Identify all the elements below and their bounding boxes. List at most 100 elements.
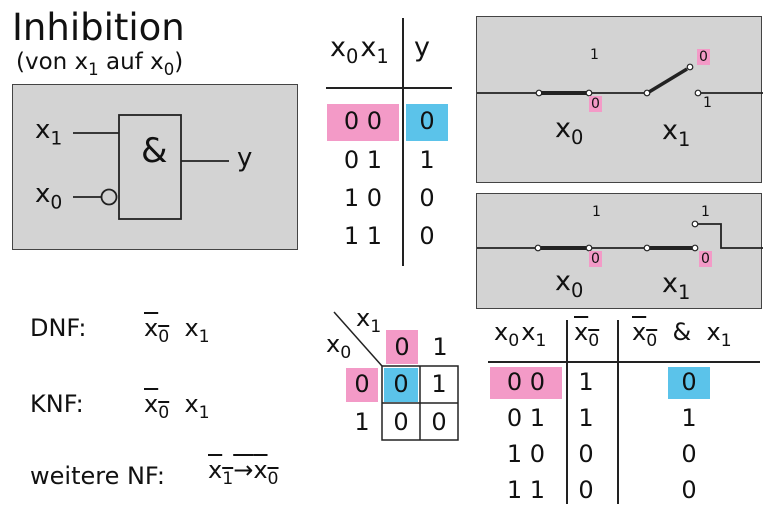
gate-input1-label: x1 bbox=[35, 115, 62, 148]
sw-bot-mark-1b: 1 bbox=[701, 204, 710, 220]
sw-bot-mark-1a: 1 bbox=[592, 204, 601, 220]
kmap-cell-00: 0 bbox=[393, 370, 409, 398]
sw-top-x0-sub: 0 bbox=[570, 125, 584, 149]
dnf-a-var: x bbox=[144, 314, 159, 342]
sw-bot-mark-0a: 0 bbox=[589, 251, 602, 267]
dnf-label: DNF: bbox=[30, 314, 87, 342]
kmap-row-var: x0 bbox=[326, 330, 351, 362]
bt-h-x1: x bbox=[521, 318, 536, 346]
kmap-row-var-sub: 0 bbox=[340, 343, 352, 364]
inversion-bubble bbox=[100, 188, 118, 206]
dnf-a-sub: 0 bbox=[158, 327, 170, 348]
bt-header-not-x0: x0 bbox=[574, 318, 599, 350]
gate-and-symbol: & bbox=[141, 131, 168, 171]
sw-top-x1-var: x bbox=[662, 115, 678, 146]
bt-h-notx0: x bbox=[574, 318, 589, 346]
kmap-cell-11: 0 bbox=[431, 408, 447, 436]
bt-h-notx0-sub: 0 bbox=[588, 331, 600, 352]
bt-row0-output-highlight bbox=[668, 367, 710, 399]
bt-h-expr-a-sub: 0 bbox=[646, 331, 658, 352]
other-nf-expression: x1→x0 bbox=[208, 456, 279, 488]
gate-box bbox=[118, 114, 182, 220]
tt-row0-output: 0 bbox=[419, 107, 435, 135]
kmap-row-header-1: 1 bbox=[354, 408, 370, 436]
and-gate-symbol bbox=[73, 114, 229, 220]
sw-bot-mark-0b: 0 bbox=[699, 251, 712, 267]
tt-row2-inputs: 1 0 bbox=[343, 184, 383, 212]
implication-arrow-icon: → bbox=[233, 456, 254, 484]
bt-row2-out: 0 bbox=[681, 440, 697, 468]
bt-row1-not: 1 bbox=[578, 404, 594, 432]
subtitle-mid: auf x bbox=[98, 49, 164, 75]
bt-h-expr-b-sub: 1 bbox=[720, 331, 732, 352]
bt-h-x1-sub: 1 bbox=[535, 331, 547, 352]
tt-row0-inputs: 0 0 bbox=[343, 107, 383, 135]
tt-row1-inputs: 0 1 bbox=[343, 146, 383, 174]
tt-row0-input-highlight bbox=[327, 104, 399, 141]
dnf-not-x0: x0 bbox=[144, 314, 169, 346]
sw-top-mark-1a: 1 bbox=[590, 47, 599, 63]
kmap-col0-highlight bbox=[386, 330, 418, 364]
kmap-col-var-sub: 1 bbox=[370, 317, 382, 338]
sw-bot-label-x1: x1 bbox=[662, 268, 690, 302]
bt-h-x0: x bbox=[494, 318, 509, 346]
bt-header-expr: x0 & x1 bbox=[632, 318, 732, 350]
page-title: Inhibition bbox=[12, 6, 185, 49]
gate-output-label: y bbox=[237, 143, 253, 173]
bt-h-amp: & bbox=[672, 318, 692, 346]
knf-b-sub: 1 bbox=[198, 403, 210, 424]
knf-not-x0: x0 bbox=[144, 390, 169, 422]
tt-h-x0: x bbox=[330, 32, 346, 63]
tt-row0-output-highlight bbox=[406, 104, 448, 141]
other-b-sub: 0 bbox=[267, 469, 279, 490]
bt-row3-not: 0 bbox=[578, 476, 594, 504]
kmap-cell-01: 1 bbox=[431, 370, 447, 398]
subtitle-sub0: 0 bbox=[163, 59, 175, 79]
tt-row1-output: 1 bbox=[419, 146, 435, 174]
truth-table-header-inputs: x0x1 bbox=[330, 32, 389, 66]
bt-h-x0-sub: 0 bbox=[508, 331, 520, 352]
gate-panel: & x1 x 0 y bbox=[12, 84, 298, 250]
sw-bot-x0-sub: 0 bbox=[570, 278, 584, 302]
bt-row1-out: 1 bbox=[681, 404, 697, 432]
kmap-row0-highlight bbox=[346, 368, 378, 402]
sw-bot-label-x0: x0 bbox=[555, 266, 583, 300]
bt-row2-inputs: 1 0 bbox=[506, 440, 546, 468]
dnf-expression: x0 x1 bbox=[144, 314, 210, 346]
bt-row0-inputs: 0 0 bbox=[506, 368, 546, 396]
knf-a-var: x bbox=[144, 390, 159, 418]
bt-row2-not: 0 bbox=[578, 440, 594, 468]
other-a-var: x bbox=[208, 456, 223, 484]
truth-table-header-output: y bbox=[414, 32, 430, 63]
gate-input1-var: x bbox=[35, 115, 51, 145]
sw-top-mark-1b: 1 bbox=[703, 95, 712, 111]
knf-expression: x0 x 1 bbox=[144, 390, 210, 422]
bt-header-inputs: x0x1 bbox=[494, 318, 546, 350]
dnf-b-var: x bbox=[184, 314, 199, 342]
bt-row0-not: 1 bbox=[578, 368, 594, 396]
bt-row1-inputs: 0 1 bbox=[506, 404, 546, 432]
sw-top-mark-0b: 0 bbox=[697, 49, 710, 65]
bt-row0-input-highlight bbox=[490, 367, 562, 399]
sw-bot-x1-var: x bbox=[662, 268, 678, 299]
subtitle-sub1: 1 bbox=[88, 59, 99, 79]
knf-a-sub: 0 bbox=[158, 403, 170, 424]
switch-bottom-drawing bbox=[477, 220, 763, 252]
bt-h-expr-b: x bbox=[706, 318, 721, 346]
tt-row3-inputs: 1 1 bbox=[343, 222, 383, 250]
tt-h-x1-sub: 1 bbox=[376, 44, 389, 68]
switch-diagram-bottom: 1 0 1 0 x0 x1 bbox=[476, 193, 763, 309]
tt-h-x0-sub: 0 bbox=[345, 44, 359, 68]
bt-row0-out: 0 bbox=[681, 368, 697, 396]
sw-top-mark-0a: 0 bbox=[589, 96, 602, 112]
sw-top-x0-var: x bbox=[555, 113, 571, 144]
tt-h-x1: x bbox=[360, 32, 377, 63]
kmap-col-var-x: x bbox=[356, 304, 371, 332]
other-b-var: x bbox=[253, 456, 268, 484]
knf-label: KNF: bbox=[30, 390, 84, 418]
bt-row3-inputs: 1 1 bbox=[506, 476, 546, 504]
gate-input0-sub: 0 bbox=[50, 192, 63, 214]
kmap-cell00-highlight bbox=[384, 368, 418, 402]
bt-h-expr-a: x bbox=[632, 318, 647, 346]
gate-input1-sub: 1 bbox=[50, 128, 63, 150]
